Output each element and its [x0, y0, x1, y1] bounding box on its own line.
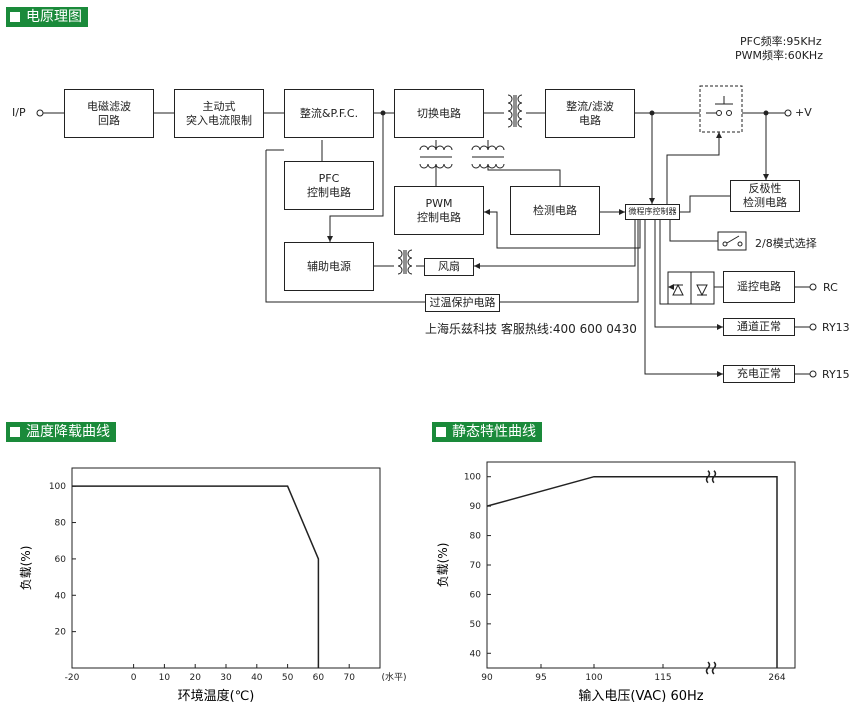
x-tick-label: 70	[343, 673, 355, 683]
remote-control-block: 遥控电路	[723, 271, 795, 303]
x-tick-label: 264	[768, 673, 785, 683]
y-tick-label: 60	[470, 590, 482, 600]
x-axis-label: 输入电压(VAC) 60Hz	[578, 688, 703, 704]
mode-select-label: 2/8模式选择	[755, 237, 817, 250]
ry15-terminal-label: RY15	[822, 368, 850, 381]
rect-pfc-block: 整流&P.F.C.	[284, 89, 374, 138]
y-tick-label: 80	[55, 519, 67, 529]
x-tick-label: 50	[282, 673, 294, 683]
detect-block: 检测电路	[510, 186, 600, 235]
optocoupler-icon	[672, 283, 708, 297]
static-section-title: 静态特性曲线	[432, 422, 542, 442]
square-icon	[10, 12, 20, 22]
circuit-section-title: 电原理图	[6, 7, 88, 27]
reverse-detect-block: 反极性 检测电路	[730, 180, 800, 212]
pfc-frequency: PFC频率:95KHz	[740, 35, 822, 48]
input-terminal-label: I/P	[12, 106, 26, 119]
x-tick-label: 10	[159, 673, 171, 683]
square-icon	[10, 427, 20, 437]
rc-terminal-label: RC	[823, 281, 838, 294]
static-title-text: 静态特性曲线	[452, 424, 536, 440]
inrush-limit-block: 主动式 突入电流限制	[174, 89, 264, 138]
y-axis-label: 负载(%)	[436, 543, 450, 588]
x-axis-label: 环境温度(℃)	[178, 688, 255, 704]
x-tick-label: 0	[131, 673, 137, 683]
derating-section-title: 温度降载曲线	[6, 422, 116, 442]
x-tick-label: 100	[585, 673, 602, 683]
plot-frame	[71, 467, 381, 669]
pfc-control-block: PFC 控制电路	[284, 161, 374, 210]
x-tick-label: -20	[65, 673, 80, 683]
y-tick-label: 50	[470, 620, 482, 630]
x-tick-label: 115	[654, 673, 671, 683]
switch-icon	[717, 231, 747, 251]
static-line	[486, 475, 778, 668]
hotline-text: 上海乐兹科技 客服热线:400 600 0430	[425, 322, 637, 336]
derating-chart: 20 40 60 80 100 -20 0 10 20 30 40 50 60 70 (水平) 环境温度(℃)…	[19, 467, 407, 704]
y-axis-label: 负载(%)	[19, 546, 33, 591]
channel-normal-block: 通道正常	[723, 318, 795, 336]
x-tick-label: 95	[535, 673, 546, 683]
switching-block: 切换电路	[394, 89, 484, 138]
square-icon	[436, 427, 446, 437]
axis-break-mark	[711, 661, 717, 675]
x-tick-label: 20	[189, 673, 201, 683]
y-tick-label: 70	[470, 561, 482, 571]
y-tick-label: 40	[55, 591, 67, 601]
fan-block: 风扇	[424, 258, 474, 276]
x-tick-label: 60	[313, 673, 325, 683]
x-unit-note: (水平)	[381, 671, 406, 683]
derating-line	[72, 485, 320, 668]
pwm-control-block: PWM 控制电路	[394, 186, 484, 235]
x-tick-label: 90	[481, 673, 493, 683]
aux-power-block: 辅助电源	[284, 242, 374, 291]
y-tick-label: 100	[464, 473, 481, 483]
emi-filter-block: 电磁滤波 回路	[64, 89, 154, 138]
circuit-title-text: 电原理图	[26, 9, 82, 25]
y-tick-label: 20	[55, 628, 67, 638]
ry13-terminal-label: RY13	[822, 321, 850, 334]
x-tick-label: 30	[220, 673, 232, 683]
axis-break-mark	[711, 470, 717, 484]
axis-break-mark	[705, 661, 711, 675]
pwm-frequency: PWM频率:60KHz	[735, 49, 823, 62]
y-tick-label: 40	[470, 649, 482, 659]
output-rect-block: 整流/滤波 电路	[545, 89, 635, 138]
charge-normal-block: 充电正常	[723, 365, 795, 383]
x-tick-label: 40	[251, 673, 263, 683]
y-tick-label: 80	[470, 532, 482, 542]
mcu-block: 微程序控制器	[625, 204, 680, 220]
y-tick-label: 100	[49, 482, 66, 492]
otp-block: 过温保护电路	[425, 294, 500, 312]
axis-break-mark	[705, 470, 711, 484]
derating-title-text: 温度降载曲线	[26, 424, 110, 440]
output-terminal-label: +V	[795, 106, 812, 119]
y-tick-label: 60	[55, 555, 67, 565]
static-chart: 40 50 60 70 80 90 100 90 95 100 115 264 输入电压(VAC) 60…	[436, 461, 796, 704]
y-tick-label: 90	[470, 502, 482, 512]
circuit-wiring	[36, 85, 817, 378]
